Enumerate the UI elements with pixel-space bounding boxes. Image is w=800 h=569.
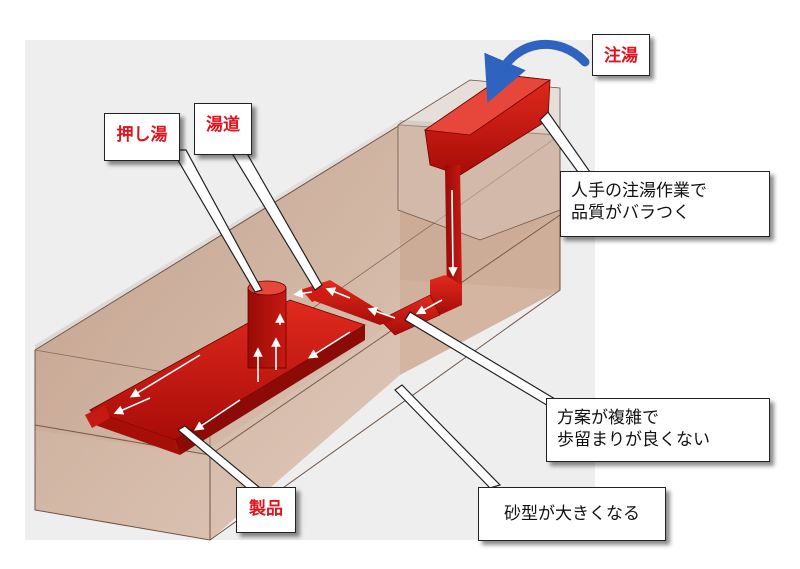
flow-arrows: [113, 189, 458, 431]
large-mold-note: 砂型が大きくなる: [478, 487, 666, 541]
pouring-arrow: [484, 39, 590, 103]
riser-label: 押し湯: [104, 113, 180, 161]
pouring-label: 注湯: [592, 34, 650, 76]
leader-lines: [170, 111, 592, 496]
runner-label: 湯道: [194, 103, 252, 155]
complex-design-note: 方案が複雑で 歩留まりが良くない: [546, 398, 770, 462]
manual-pouring-note: 人手の注湯作業で 品質がバラつく: [560, 171, 770, 237]
product-label: 製品: [236, 487, 296, 533]
